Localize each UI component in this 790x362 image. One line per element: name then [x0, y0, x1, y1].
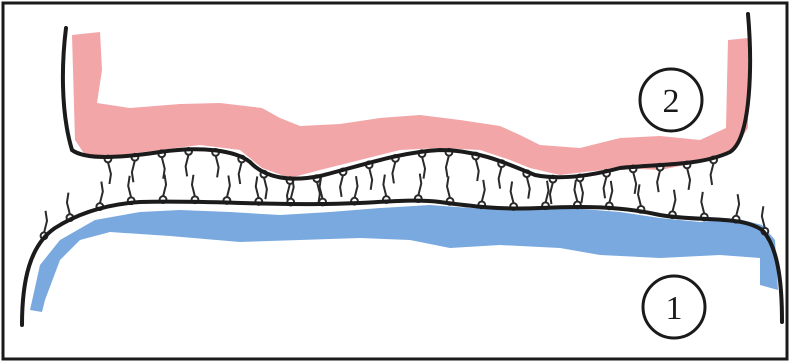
label-2-text: 2: [663, 83, 680, 120]
label-1-callout: 1: [643, 276, 705, 338]
label-1-text: 1: [666, 290, 683, 327]
label-2-callout: 2: [640, 69, 702, 131]
